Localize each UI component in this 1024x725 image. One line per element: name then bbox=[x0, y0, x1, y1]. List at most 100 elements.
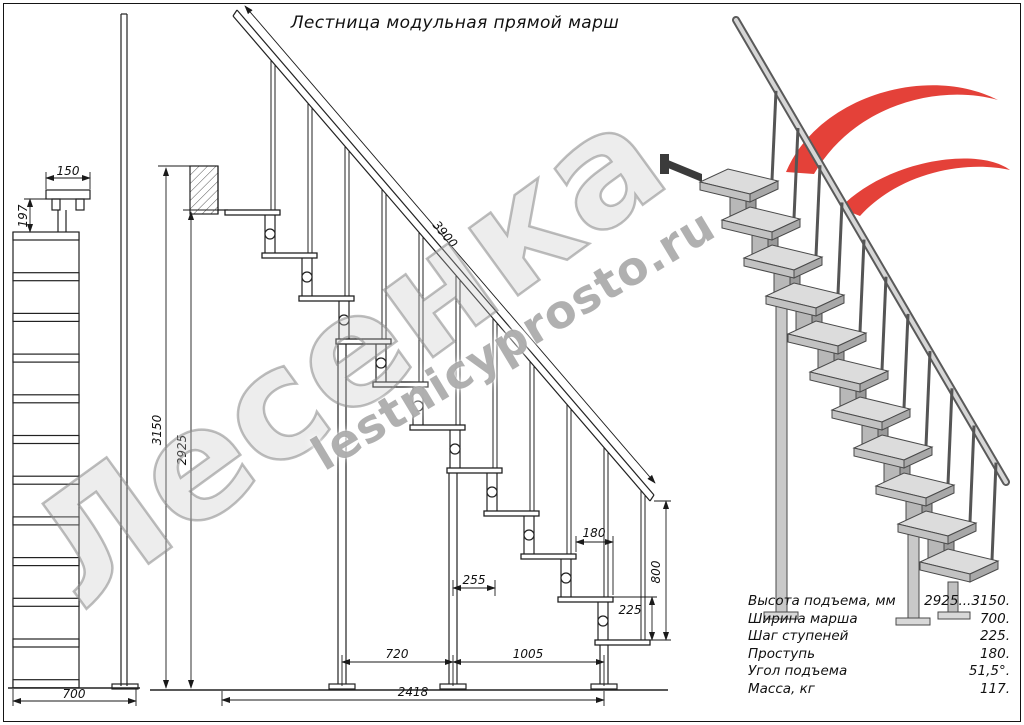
dim-3150: 3150 bbox=[150, 414, 164, 445]
spec-label: Масса, кг bbox=[748, 680, 815, 697]
logo-swoosh bbox=[840, 158, 1010, 216]
spec-label: Ширина марша bbox=[748, 610, 858, 627]
dim-line bbox=[244, 5, 656, 484]
page-title: Лестница модульная прямой марш bbox=[290, 13, 620, 33]
spec-value: 700. bbox=[979, 610, 1010, 627]
front-step bbox=[12, 516, 80, 526]
iso-wall-plate bbox=[660, 154, 669, 174]
rail-foot bbox=[111, 683, 139, 690]
front-step bbox=[12, 597, 80, 607]
front-step bbox=[12, 312, 80, 322]
iso-steps bbox=[698, 168, 1000, 583]
tread bbox=[261, 252, 318, 259]
logo-swoosh bbox=[786, 85, 998, 174]
iso-baluster bbox=[990, 462, 998, 561]
iso-step-side bbox=[925, 484, 955, 507]
module-joint bbox=[486, 486, 498, 498]
spec-value: 180. bbox=[979, 645, 1010, 662]
site-logo bbox=[786, 85, 1010, 216]
dim-1005: 1005 bbox=[513, 647, 544, 661]
iso-step-side bbox=[969, 560, 999, 583]
handrail-cap bbox=[649, 494, 655, 502]
iso-baluster bbox=[880, 276, 888, 371]
module-joint bbox=[301, 271, 313, 283]
iso-step-side bbox=[749, 180, 779, 203]
handrail-cap bbox=[232, 9, 238, 17]
iso-wall-bracket bbox=[668, 160, 702, 182]
spec-row: Масса, кг 117. bbox=[748, 681, 1010, 699]
iso-baluster bbox=[836, 202, 844, 295]
iso-baluster bbox=[968, 425, 976, 523]
dim-197: 197 bbox=[16, 204, 30, 227]
iso-baluster bbox=[770, 90, 778, 181]
top-bracket bbox=[45, 189, 91, 200]
bracket-hanger bbox=[75, 198, 85, 211]
dim-225: 225 bbox=[619, 603, 642, 617]
bracket-hanger bbox=[51, 198, 61, 211]
front-step bbox=[12, 394, 80, 404]
spec-value: 2925...3150. bbox=[924, 593, 1010, 609]
iso-baluster bbox=[858, 239, 866, 333]
dim-700: 700 bbox=[63, 687, 86, 701]
tread bbox=[520, 553, 577, 560]
iso-baluster bbox=[924, 351, 932, 447]
tread bbox=[224, 209, 281, 216]
module-joint bbox=[560, 572, 572, 584]
iso-step-side bbox=[903, 446, 933, 469]
front-step bbox=[12, 231, 80, 241]
spec-row: Проступь 180. bbox=[748, 646, 1010, 664]
module-joint bbox=[375, 357, 387, 369]
spec-label: Высота подъема, мм bbox=[748, 593, 896, 609]
front-step bbox=[12, 556, 80, 567]
tread bbox=[335, 338, 392, 345]
module-joint bbox=[412, 400, 424, 412]
iso-step-side bbox=[837, 332, 867, 355]
spec-value: 225. bbox=[979, 628, 1010, 644]
spec-row: Угол подъема 51,5°. bbox=[748, 663, 1010, 681]
front-view bbox=[8, 13, 140, 690]
spec-value: 117. bbox=[979, 680, 1010, 697]
dimension-labels: 150 197 700 3900 3150 2925 720 1005 2418… bbox=[16, 164, 663, 701]
iso-end-foot-base bbox=[937, 611, 971, 620]
module-joint bbox=[597, 615, 609, 627]
iso-step-side bbox=[881, 408, 911, 431]
front-steps bbox=[12, 231, 80, 689]
front-step bbox=[12, 353, 80, 363]
iso-baluster bbox=[946, 388, 954, 485]
tread bbox=[594, 639, 651, 646]
iso-step-side bbox=[815, 294, 845, 317]
front-step bbox=[12, 434, 80, 445]
iso-columns bbox=[763, 295, 971, 626]
spec-row: Высота подъема, мм 2925...3150. bbox=[748, 593, 1010, 611]
dim-2418: 2418 bbox=[398, 685, 429, 699]
front-step bbox=[12, 272, 80, 282]
iso-column bbox=[775, 295, 788, 615]
dim-150: 150 bbox=[57, 164, 80, 178]
iso-step-side bbox=[859, 370, 889, 393]
tread bbox=[557, 596, 614, 603]
spec-label: Угол подъема bbox=[748, 663, 848, 679]
tread bbox=[483, 510, 540, 517]
side-view bbox=[150, 9, 668, 691]
iso-baluster bbox=[792, 127, 800, 219]
spec-row: Ширина марша 700. bbox=[748, 611, 1010, 629]
module-joint bbox=[338, 314, 350, 326]
iso-column-base bbox=[895, 617, 931, 626]
tread bbox=[446, 467, 503, 474]
iso-balusters bbox=[770, 90, 998, 561]
module-joint bbox=[449, 443, 461, 455]
spec-row: Шаг ступеней 225. bbox=[748, 628, 1010, 646]
front-step bbox=[12, 638, 80, 648]
spec-table: Высота подъема, мм 2925...3150. Ширина м… bbox=[748, 593, 1010, 698]
iso-view bbox=[660, 16, 1010, 626]
tread bbox=[409, 424, 466, 431]
dim-800: 800 bbox=[649, 560, 663, 583]
dim-180: 180 bbox=[583, 526, 606, 540]
iso-baluster bbox=[902, 313, 910, 409]
dim-720: 720 bbox=[386, 647, 409, 661]
spec-label: Проступь bbox=[748, 645, 816, 662]
iso-handrail-highlight bbox=[734, 18, 1008, 484]
module-joint bbox=[523, 529, 535, 541]
spec-value: 51,5°. bbox=[968, 663, 1010, 679]
